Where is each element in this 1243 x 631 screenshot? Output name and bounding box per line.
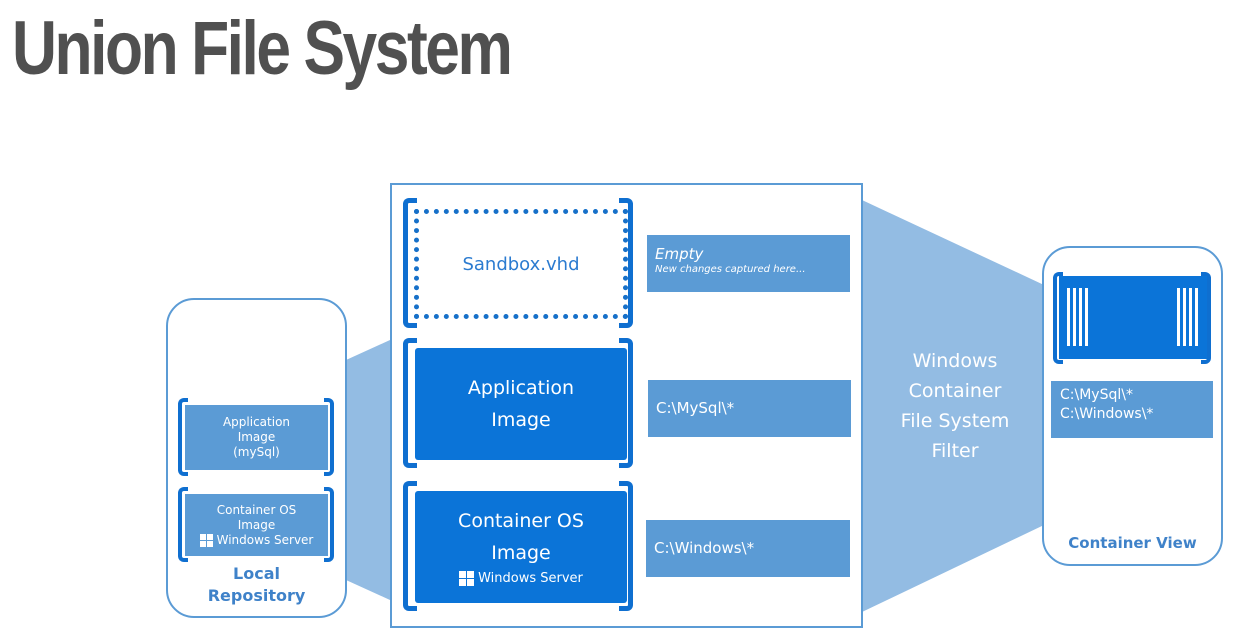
left-connector-trapezoid <box>346 340 390 600</box>
bracket-right <box>1201 272 1211 364</box>
container-view-path: C:\Windows\* <box>1060 406 1154 422</box>
bracket-right <box>619 198 633 328</box>
bracket-left <box>403 338 417 468</box>
os-image-brand-text: Windows Server <box>478 571 583 586</box>
container-icon-stripes <box>1067 288 1198 346</box>
repo-os-image-line: Image <box>237 517 276 532</box>
container-view-path: C:\MySql\* <box>1060 387 1133 403</box>
container-view-label: Container View <box>1068 534 1197 552</box>
filter-label-line: Windows <box>912 350 998 372</box>
local-repository-label: Local Repository <box>166 563 347 607</box>
bracket-left <box>1053 272 1063 364</box>
repo-os-brand: Windows Server <box>199 532 314 548</box>
filter-label: Windows Container File System Filter <box>880 346 1030 466</box>
os-image-line: Container OS <box>458 510 584 532</box>
repo-app-image-line: Application <box>222 415 291 429</box>
windows-logo-icon <box>199 533 213 547</box>
filter-label-line: File System <box>900 410 1010 432</box>
sandbox-layer: Sandbox.vhd <box>414 209 628 319</box>
os-image-brand: Windows Server <box>459 569 583 589</box>
os-image-line: Image <box>491 542 551 564</box>
repo-os-brand-text: Windows Server <box>216 532 314 547</box>
bracket-right <box>324 398 334 476</box>
filter-label-line: Container <box>908 380 1002 402</box>
container-icon <box>1059 276 1207 359</box>
repo-os-image-layer: Container OS Image Windows Server <box>185 494 328 556</box>
bracket-right <box>619 481 633 611</box>
page-title: Union File System <box>12 6 513 91</box>
repo-app-image-layer: Application Image (mySql) <box>185 405 328 470</box>
windows-logo-icon <box>459 571 475 586</box>
bracket-left <box>403 198 417 328</box>
app-image-line: Image <box>491 409 551 431</box>
app-image-line: Application <box>467 377 575 399</box>
bracket-left <box>178 487 188 562</box>
local-repository-label-line: Repository <box>207 586 306 605</box>
bracket-left <box>178 398 188 476</box>
os-image-layer: Container OS Image Windows Server <box>415 491 627 603</box>
repo-app-image-line: Image <box>237 430 276 444</box>
bracket-right <box>619 338 633 468</box>
repo-os-image-line: Container OS <box>216 502 297 517</box>
local-repository-label-line: Local <box>233 564 280 583</box>
sandbox-info-title: Empty <box>655 245 704 263</box>
repo-app-image-line: (mySql) <box>233 445 280 459</box>
os-image-path-box: C:\Windows\* <box>646 520 850 577</box>
sandbox-info-box: Empty New changes captured here... <box>647 235 850 292</box>
right-connector-trapezoid <box>862 200 1044 612</box>
app-image-path-box: C:\MySql\* <box>648 380 851 437</box>
app-image-path: C:\MySql\* <box>656 399 735 417</box>
filter-label-line: Filter <box>931 440 979 462</box>
app-image-layer: Application Image <box>415 348 627 460</box>
bracket-right <box>324 487 334 562</box>
sandbox-label: Sandbox.vhd <box>462 253 580 275</box>
bracket-left <box>403 481 417 611</box>
sandbox-info-subtitle: New changes captured here... <box>655 264 806 275</box>
os-image-path: C:\Windows\* <box>654 539 755 557</box>
container-view-paths-box: C:\MySql\* C:\Windows\* <box>1051 381 1213 438</box>
